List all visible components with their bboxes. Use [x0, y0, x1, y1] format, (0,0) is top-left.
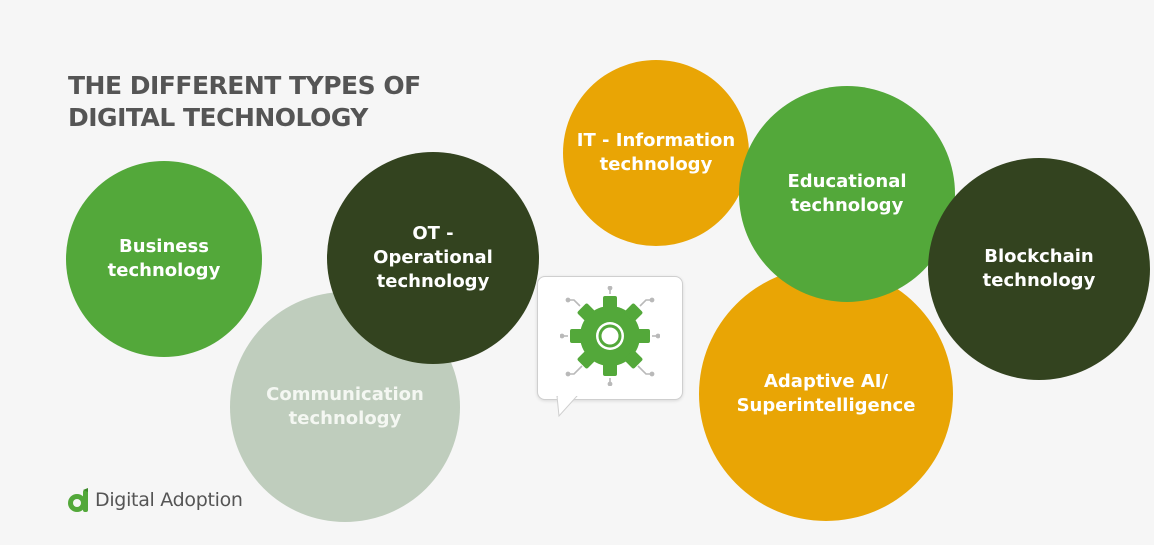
ot-label-line-1: OT -: [412, 223, 454, 244]
it-label-line-2: technology: [599, 154, 713, 175]
circle-operational-technology: OT - Operational technology: [327, 152, 539, 364]
title-line-1: THE DIFFERENT TYPES OF: [68, 71, 421, 100]
circle-educational-technology: Educational technology: [739, 86, 955, 302]
logo-text: Digital Adoption: [95, 489, 243, 511]
adaptive-label-line-1: Adaptive AI/: [763, 371, 889, 392]
circle-information-technology: IT - Information technology: [563, 60, 749, 246]
circle-adaptive-ai: Adaptive AI/ Superintelligence: [699, 267, 953, 521]
ot-label-line-3: technology: [376, 271, 490, 292]
speech-bubble-tail: [556, 396, 578, 418]
title-line-2: DIGITAL TECHNOLOGY: [68, 103, 368, 132]
adaptive-label-line-2: Superintelligence: [736, 395, 916, 416]
digital-adoption-logo-icon: [68, 488, 88, 512]
business-label-line-2: technology: [107, 260, 221, 281]
it-label-line-1: IT - Information: [576, 130, 736, 151]
page-title: THE DIFFERENT TYPES OF DIGITAL TECHNOLOG…: [68, 70, 488, 134]
communication-label-line-1: Communication: [266, 384, 424, 405]
blockchain-label-line-1: Blockchain: [984, 246, 1094, 267]
circle-blockchain-technology: Blockchain technology: [928, 158, 1150, 380]
ot-label-line-2: Operational: [373, 247, 493, 268]
business-label-line-1: Business: [119, 236, 209, 257]
blockchain-label-line-2: technology: [982, 270, 1096, 291]
communication-label-line-2: technology: [288, 408, 402, 429]
digital-adoption-logo: Digital Adoption: [66, 486, 243, 514]
educational-label-line-2: technology: [790, 195, 904, 216]
educational-label-line-1: Educational: [787, 171, 907, 192]
circle-business-technology: Business technology: [66, 161, 262, 357]
gear-icon: [560, 286, 660, 386]
